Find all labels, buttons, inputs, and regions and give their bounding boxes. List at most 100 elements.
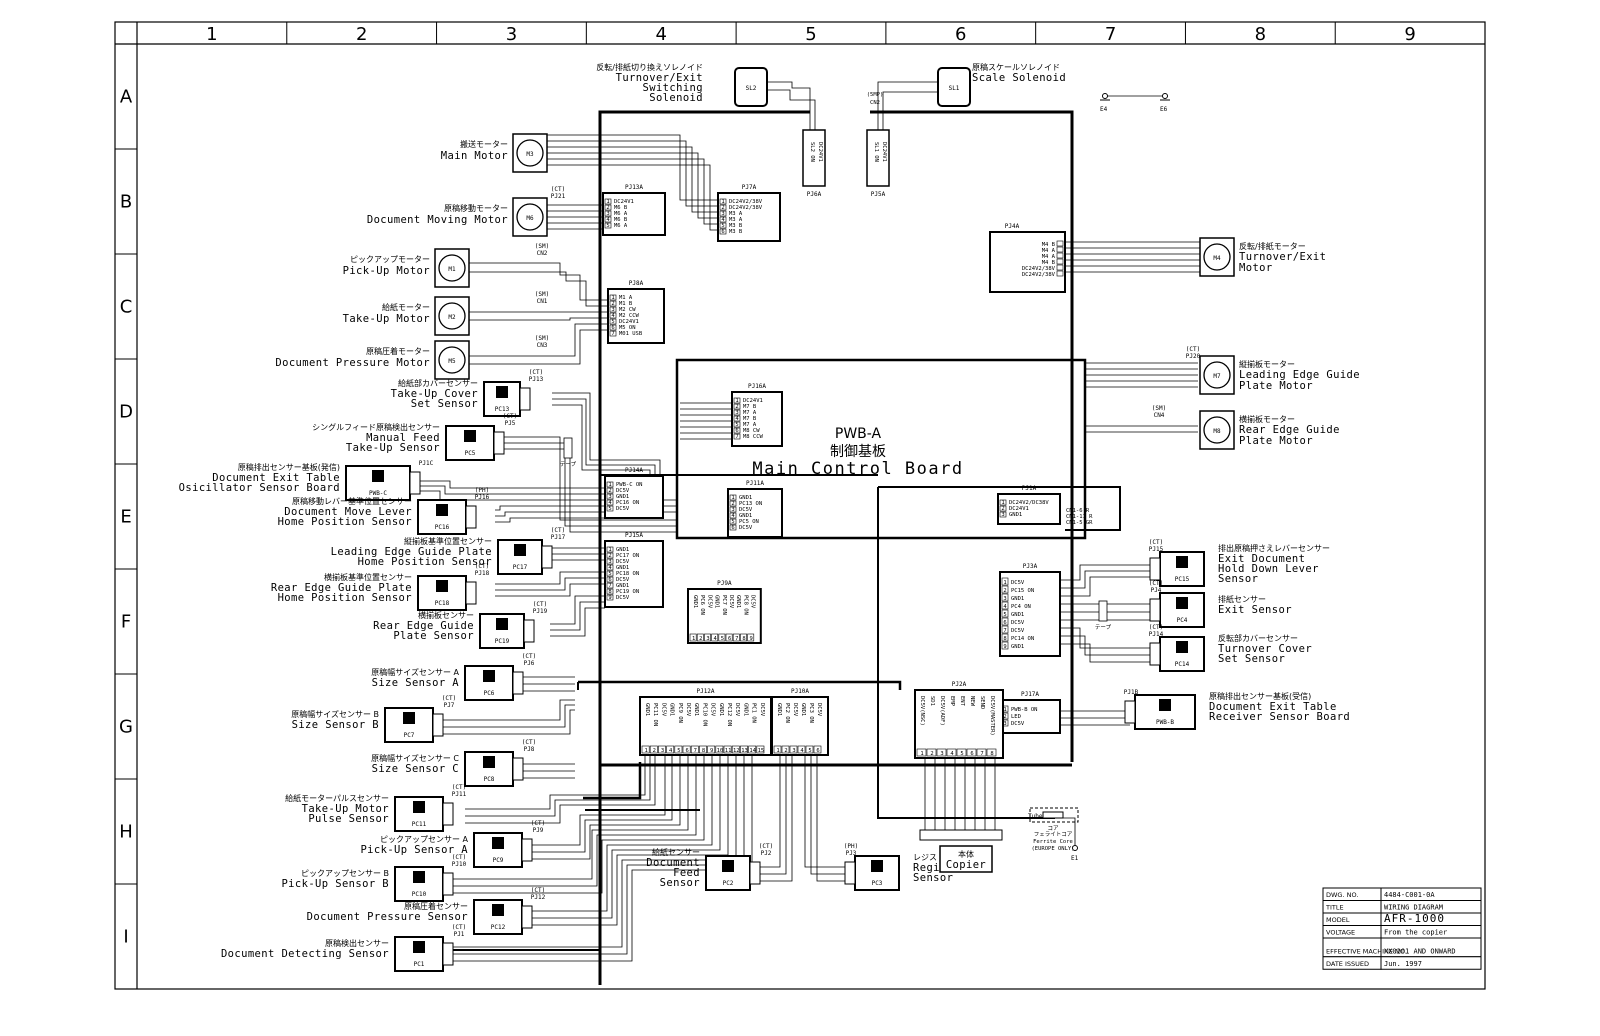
pin-signal: DC24V2/DC38V [1009,500,1049,506]
sensor-id: PC6 [484,690,495,697]
pin-number: 2 [611,301,614,307]
sensor-label: Home Position Sensor [278,516,412,528]
jack-type: (CT) [442,695,456,702]
sensor-jp-label: シングルフィード原稿検出センサー [312,422,440,432]
pin-signal: M7 B [743,404,757,410]
pin-cell [609,330,617,337]
pin-cell [606,493,614,500]
pin-signal: GND1 [693,703,699,716]
pin-number: 4 [721,217,725,223]
row-header: F [121,612,131,633]
title-value: AFR-1000 [1384,912,1445,925]
jack-label: PJ12 [531,894,546,901]
sensor-label: Hold Down Lever [1218,563,1319,575]
sensor-slot [436,580,448,592]
jack-title: PJ15A [625,532,643,539]
pin-cell [747,633,755,642]
pj1a-wire-label: CN1-6 R [1066,508,1090,514]
pin-signal: DC24V1 [743,398,763,404]
pin-signal: PC7 ON [721,595,727,615]
jack-label: PJ10 [452,861,467,868]
jack-label: PJ18 [475,570,490,577]
pin-number: 3 [1003,721,1006,727]
tape-label: テープ [1095,624,1112,631]
pin-number: 8 [608,589,611,595]
pin-signal: GND1 [692,595,698,608]
pin-cell [606,594,614,601]
pin-cell [719,204,727,211]
motor-circle [1203,416,1231,444]
motor-label: Turnover/Exit [1239,251,1326,263]
jack-type: (CT) [533,601,547,608]
jack-label: PJ19 [533,608,548,615]
copier-connector: 本体 Copier Tube コア フェライトコア Ferrite Core (… [919,807,1079,873]
jack-box [604,475,664,519]
pin-number: 15 [758,748,765,754]
pin-cell [609,324,617,331]
sensor-id: PC12 [491,924,506,931]
pin-signal: PWB-B ON [1011,707,1038,713]
pin-signal: DC5V [710,703,716,717]
sensor-label: Document Detecting Sensor [221,948,389,960]
pin-number: 1 [1003,580,1006,586]
pin-signal: PC8 ON [742,595,748,615]
title-key: TITLE [1325,904,1344,912]
pin-number: 8 [990,751,993,757]
pin-cell [926,748,937,757]
motor-id: M3 [526,151,534,158]
pin-signal: M2 CCW [619,313,640,319]
pin-signal: M4 B [1042,260,1056,266]
sensor-connector [409,471,421,495]
pin-signal: DC24V2/38V [729,205,763,211]
sensor-slot [372,470,384,482]
jack-type: (CT) [1149,580,1163,587]
sensor-id: PC1 [414,961,425,968]
sensor-jp-label: ピックアップセンサー B [301,869,389,878]
sensor-connector [1149,642,1161,666]
sensor-body [705,855,751,891]
motor-id: M1 [448,266,456,273]
sensor-slot [1159,699,1171,711]
jack-label: PJ3 [846,850,857,857]
pin-number: 8 [742,636,745,642]
pin-number: 1 [611,295,614,301]
motor-jp-label: 給紙モーター [382,302,430,312]
pin-number: 1 [721,199,724,205]
jack-type: (PH) [475,487,489,494]
pin-signal: M1 A [619,295,633,301]
pin-signal: DC5V [759,703,765,717]
solenoids: SL2反転/排紙切り換えソレノイドTurnover/ExitSwitchingS… [596,62,1065,198]
jack-label: PJ2 [761,850,772,857]
jack-box [866,129,890,187]
board-name-jp: 制御基板 [830,443,886,460]
sensor-id: PC8 [484,776,495,783]
pin-cell [1056,270,1064,277]
connector-label: CN2 [870,100,880,106]
jack-label: PJ16 [475,494,490,501]
pin-number: 10 [717,748,724,754]
sensor-label: Document [646,857,700,869]
pin-signal: PC10 ON [701,703,707,726]
motor-circle [516,139,544,167]
jack-label: PJ6A [807,191,822,198]
sensor-jp-label: ピックアップセンサー A [380,835,469,844]
sensor-jp-label: 原稿幅サイズセンサー B [291,709,379,719]
solenoid-label: Solenoid [649,92,703,104]
solenoid-label: Turnover/Exit [616,72,703,84]
column-header: 3 [506,24,517,45]
pin-cell [609,294,617,301]
motor-jp-label: 横揃板モーター [1239,414,1295,424]
pin-signal: PC17 ON [616,553,639,559]
sensor-label: Document Exit Table [1209,701,1337,713]
connector-type: (SM) [535,243,549,250]
pin-signal: M7 A [743,422,757,428]
pin-number: 2 [608,488,611,494]
